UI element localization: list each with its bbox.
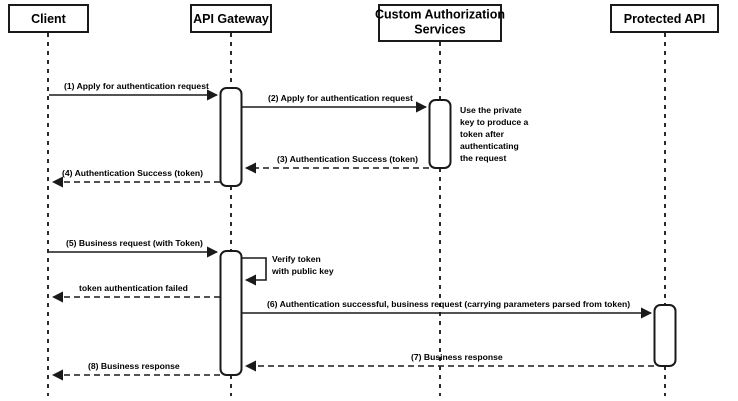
self-call-verify-token[interactable]: Verify token with public key [242, 254, 334, 286]
self-call-verify-token-line-2: with public key [271, 266, 334, 276]
message-8[interactable]: (8) Business response [51, 361, 220, 381]
participant-box-custom-auth[interactable] [378, 4, 502, 42]
message-5[interactable]: (5) Business request (with Token) [49, 238, 219, 258]
note-private-key: Use the private key to produce a token a… [460, 105, 529, 163]
message-5-label: (5) Business request (with Token) [66, 238, 203, 248]
participant-label-client: Client [31, 12, 67, 26]
note-private-key-line-2: key to produce a [460, 117, 529, 127]
note-private-key-line-1: Use the private [460, 105, 522, 115]
participant-label-custom-auth-line2: Services [414, 22, 465, 36]
activation-api-gateway-business[interactable] [219, 250, 243, 376]
message-7-label: (7) Business response [411, 352, 503, 362]
message-8-label: (8) Business response [88, 361, 180, 371]
message-token-auth-failed[interactable]: token authentication failed [51, 283, 220, 303]
participant-label-api-gateway: API Gateway [193, 12, 269, 26]
participant-header-protected-api[interactable]: Protected API [610, 4, 719, 33]
message-6-label: (6) Authentication successful, business … [267, 299, 630, 309]
message-1[interactable]: (1) Apply for authentication request [49, 81, 219, 101]
activation-protected-api[interactable] [653, 304, 677, 367]
message-3[interactable]: (3) Authentication Success (token) [244, 154, 429, 174]
participant-label-custom-auth-line1: Custom Authorization [375, 7, 505, 21]
message-6[interactable]: (6) Authentication successful, business … [242, 299, 653, 319]
activation-custom-auth[interactable] [428, 99, 452, 169]
note-private-key-line-5: the request [460, 153, 506, 163]
activation-bars-group [219, 87, 677, 376]
self-call-verify-token-arrow[interactable] [242, 257, 267, 286]
participant-box-api-gateway[interactable] [190, 4, 272, 33]
participant-label-protected-api: Protected API [624, 12, 706, 26]
message-token-auth-failed-label: token authentication failed [79, 283, 188, 293]
self-call-verify-token-line-1: Verify token [272, 254, 321, 264]
participant-header-client[interactable]: Client [8, 4, 89, 33]
message-4-label: (4) Authentication Success (token) [62, 168, 203, 178]
participant-box-client[interactable] [8, 4, 89, 33]
note-private-key-line-4: authenticating [460, 141, 519, 151]
lifelines-group [47, 33, 666, 396]
message-2-label: (2) Apply for authentication request [268, 93, 413, 103]
message-4[interactable]: (4) Authentication Success (token) [51, 168, 220, 188]
participant-header-api-gateway[interactable]: API Gateway [190, 4, 272, 33]
message-1-label: (1) Apply for authentication request [64, 81, 209, 91]
message-7[interactable]: (7) Business response [244, 352, 654, 372]
participant-header-custom-auth[interactable]: Custom Authorization Services [375, 4, 505, 42]
activation-api-gateway-auth[interactable] [219, 87, 243, 187]
message-2[interactable]: (2) Apply for authentication request [242, 93, 428, 113]
note-private-key-line-3: token after [460, 129, 505, 139]
message-3-label: (3) Authentication Success (token) [277, 154, 418, 164]
participant-box-protected-api[interactable] [610, 4, 719, 33]
